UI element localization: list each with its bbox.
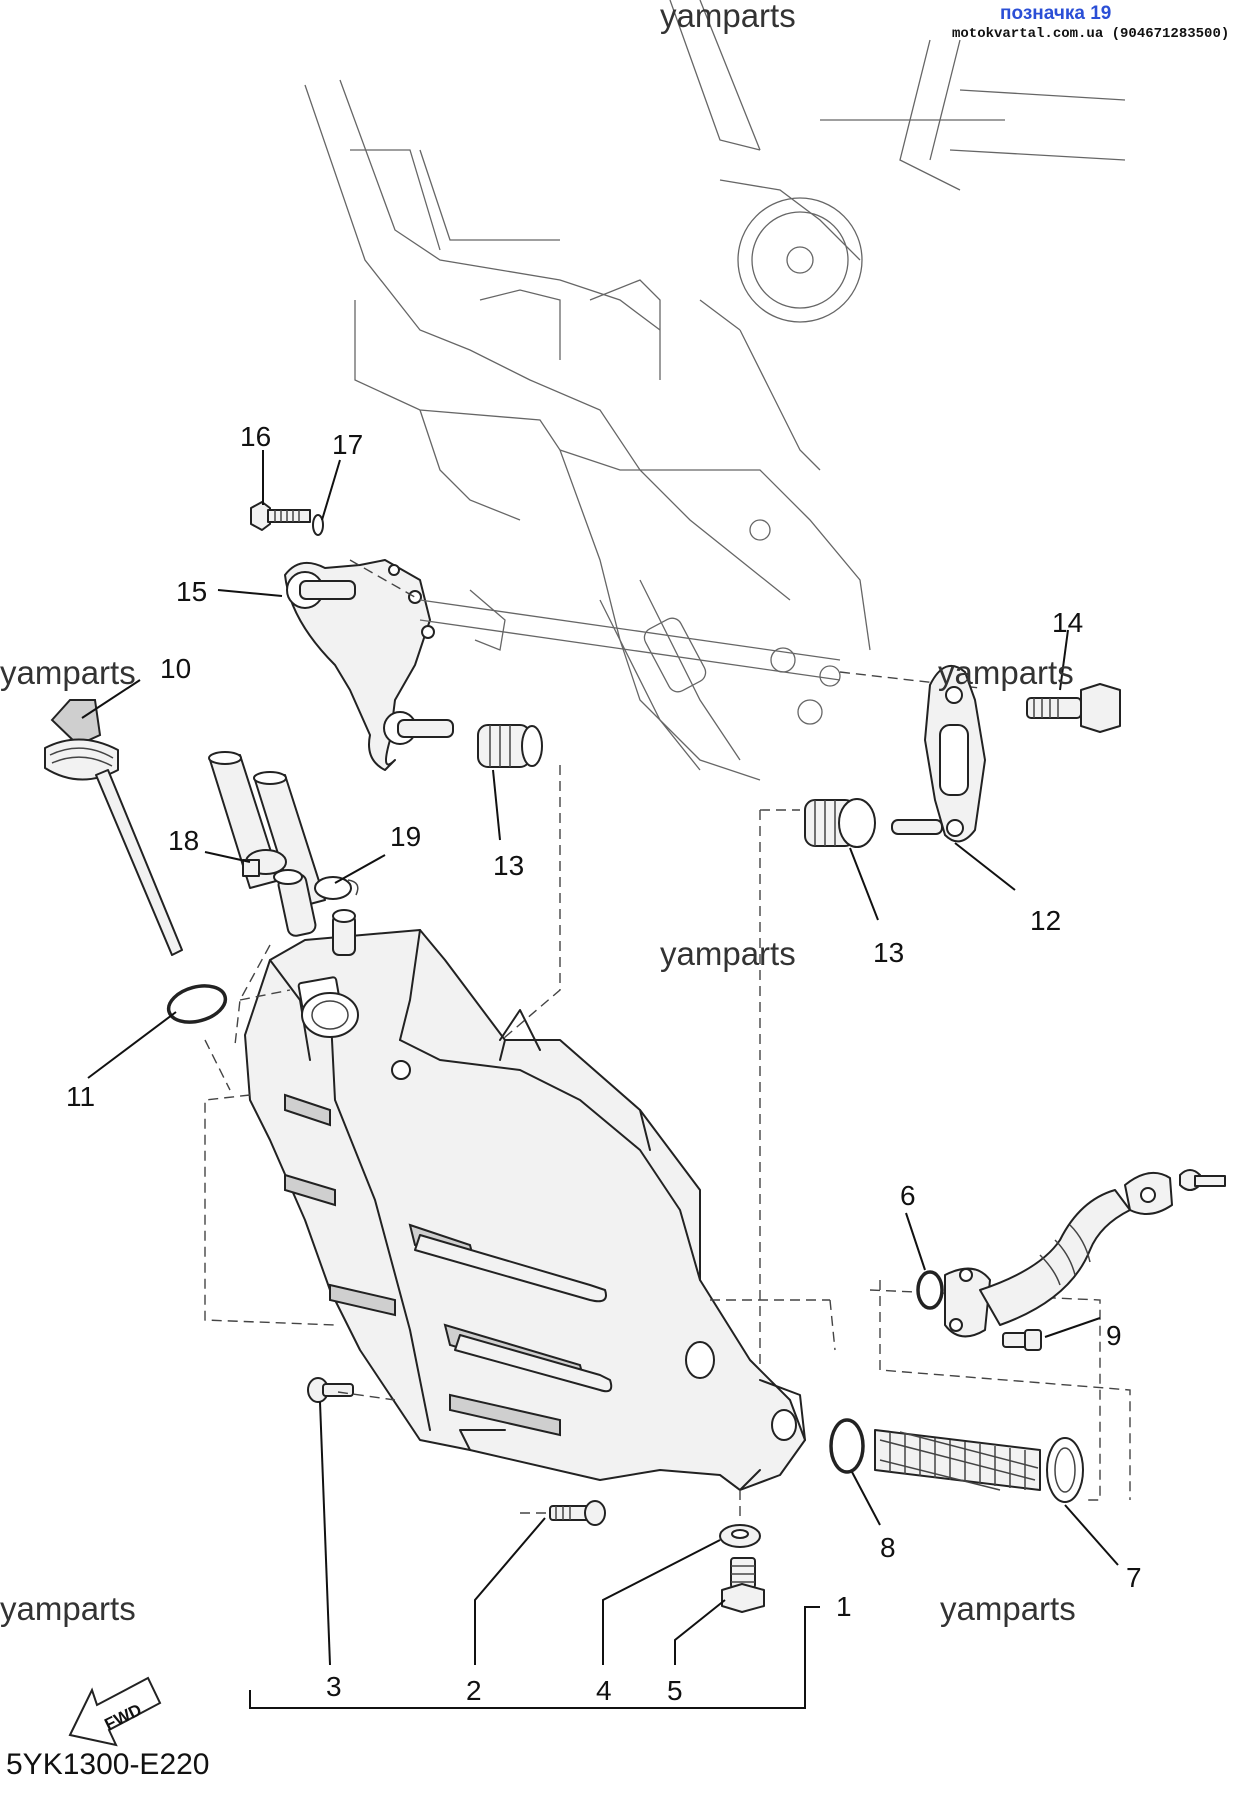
mounting-plate xyxy=(891,664,986,843)
mounting-bracket xyxy=(284,559,454,771)
o-ring-11 xyxy=(166,984,228,1024)
part-label-4: 4 xyxy=(596,1675,612,1706)
part-label-8: 8 xyxy=(880,1532,896,1563)
oil-tank xyxy=(244,929,806,1491)
rubber-bush-13-left xyxy=(477,724,543,768)
hose-clamp-19 xyxy=(314,876,359,900)
frame-outline xyxy=(304,0,1126,781)
part-label-18: 18 xyxy=(168,825,199,856)
part-label-9: 9 xyxy=(1106,1320,1122,1351)
part-label-7: 7 xyxy=(1126,1562,1142,1593)
part-label-14: 14 xyxy=(1052,607,1083,638)
watermark-center: yamparts xyxy=(660,935,796,972)
oil-dipstick xyxy=(44,699,183,956)
part-label-13-left: 13 xyxy=(493,850,524,881)
part-label-2: 2 xyxy=(466,1675,482,1706)
diagram-code: 5YK1300-E220 xyxy=(6,1748,210,1781)
part-label-3: 3 xyxy=(326,1671,342,1702)
watermark-bottom-left: yamparts xyxy=(0,1590,136,1627)
part-label-10: 10 xyxy=(160,653,191,684)
part-label-15: 15 xyxy=(176,576,207,607)
watermark-left: yamparts xyxy=(0,654,136,691)
assembly-bracket-1 xyxy=(249,1606,820,1709)
oil-strainer xyxy=(874,1429,1084,1503)
part-label-13-right: 13 xyxy=(873,937,904,968)
tank-fittings xyxy=(234,869,356,1046)
part-label-16: 16 xyxy=(240,421,271,452)
o-ring-6 xyxy=(916,1270,944,1310)
watermarks: yamparts yamparts yamparts yamparts yamp… xyxy=(0,0,1076,1627)
part-label-1: 1 xyxy=(836,1591,852,1622)
watermark-right: yamparts xyxy=(938,654,1074,691)
part-label-12: 12 xyxy=(1030,905,1061,936)
part-label-11: 11 xyxy=(66,1081,95,1112)
washer-4 xyxy=(719,1524,761,1548)
watermark-bottom-right: yamparts xyxy=(940,1590,1076,1627)
bolt-16 xyxy=(250,501,311,531)
part-label-5: 5 xyxy=(667,1675,683,1706)
part-label-6: 6 xyxy=(900,1180,916,1211)
diagram-badge: позначка 19 xyxy=(1000,3,1112,24)
o-ring-8 xyxy=(829,1418,865,1474)
source-site: motokvartal.com.ua (904671283500) xyxy=(952,26,1230,42)
forward-direction-arrow: FWD xyxy=(68,1676,162,1747)
watermark-top: yamparts xyxy=(660,0,796,34)
bolt-9 xyxy=(1002,1329,1042,1351)
part-number-labels: 16 17 15 10 14 18 19 13 12 13 11 6 9 8 7… xyxy=(66,421,1142,1706)
bolt-2 xyxy=(549,1500,606,1526)
bolt-3 xyxy=(307,1377,354,1403)
drain-bolt-5 xyxy=(721,1557,765,1613)
washer-17 xyxy=(312,514,324,536)
rubber-bush-13-right xyxy=(804,798,876,848)
part-label-19: 19 xyxy=(390,821,421,852)
bolt-14 xyxy=(1026,683,1121,733)
leader-lines xyxy=(81,450,1119,1666)
part-label-17: 17 xyxy=(332,429,363,460)
hose-clamp-18 xyxy=(242,849,287,877)
oil-delivery-pipe xyxy=(944,1169,1226,1338)
